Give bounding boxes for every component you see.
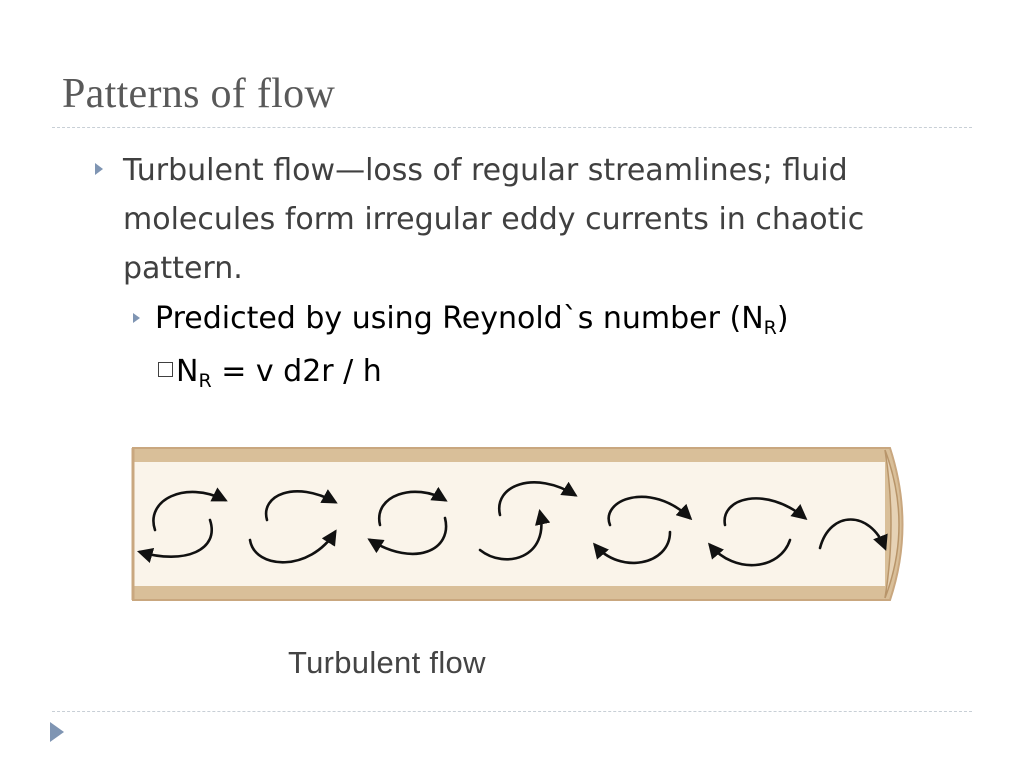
- eddy-arrow-3b: [367, 516, 448, 556]
- eddy-arrow-6a: [723, 497, 808, 527]
- eddy-arrow-5b: [592, 530, 672, 565]
- formula-subscript-r: R: [198, 370, 212, 392]
- turbulent-flow-pipe-figure: [131, 447, 904, 601]
- eddy-arrow-1b: [137, 518, 213, 563]
- slide-title: Patterns of flow: [62, 71, 336, 117]
- bullet-arrow-icon: [95, 163, 103, 175]
- pipe-end: [884, 449, 900, 599]
- square-bullet-icon: [158, 362, 173, 377]
- eddy-arrow-4a: [497, 481, 578, 517]
- eddy-arrow-6b: [708, 538, 792, 567]
- bullet-reynolds-text: Predicted by using Reynold`s number (N: [155, 301, 764, 336]
- eddy-arrow-3a: [377, 486, 448, 527]
- eddy-arrow-1a: [152, 487, 228, 532]
- figure-caption: Turbulent flow: [288, 645, 486, 680]
- bullet-formula: NR = v d2r / h: [158, 350, 382, 394]
- title-divider: [52, 127, 972, 128]
- footer-divider: [52, 711, 972, 712]
- eddy-arrow-5a: [607, 495, 693, 527]
- bullet-turbulent-flow: Turbulent flow—loss of regular streamlin…: [123, 153, 865, 286]
- bullet-reynolds-close: ): [776, 301, 789, 336]
- next-slide-arrow-icon[interactable]: [50, 722, 64, 742]
- eddy-arrow-4b: [478, 508, 551, 561]
- formula-n: N: [176, 354, 199, 389]
- formula-rest: = v d2r / h: [211, 354, 382, 389]
- sub-bullet-arrow-icon: [133, 313, 140, 323]
- eddy-arrow-7a: [818, 518, 888, 551]
- bullet-reynolds-number: Predicted by using Reynold`s number (NR): [155, 297, 789, 341]
- eddy-arrow-2a: [264, 489, 338, 522]
- eddy-arrow-2b: [248, 529, 337, 564]
- subscript-r: R: [763, 317, 777, 339]
- pipe-lumen: [133, 462, 885, 586]
